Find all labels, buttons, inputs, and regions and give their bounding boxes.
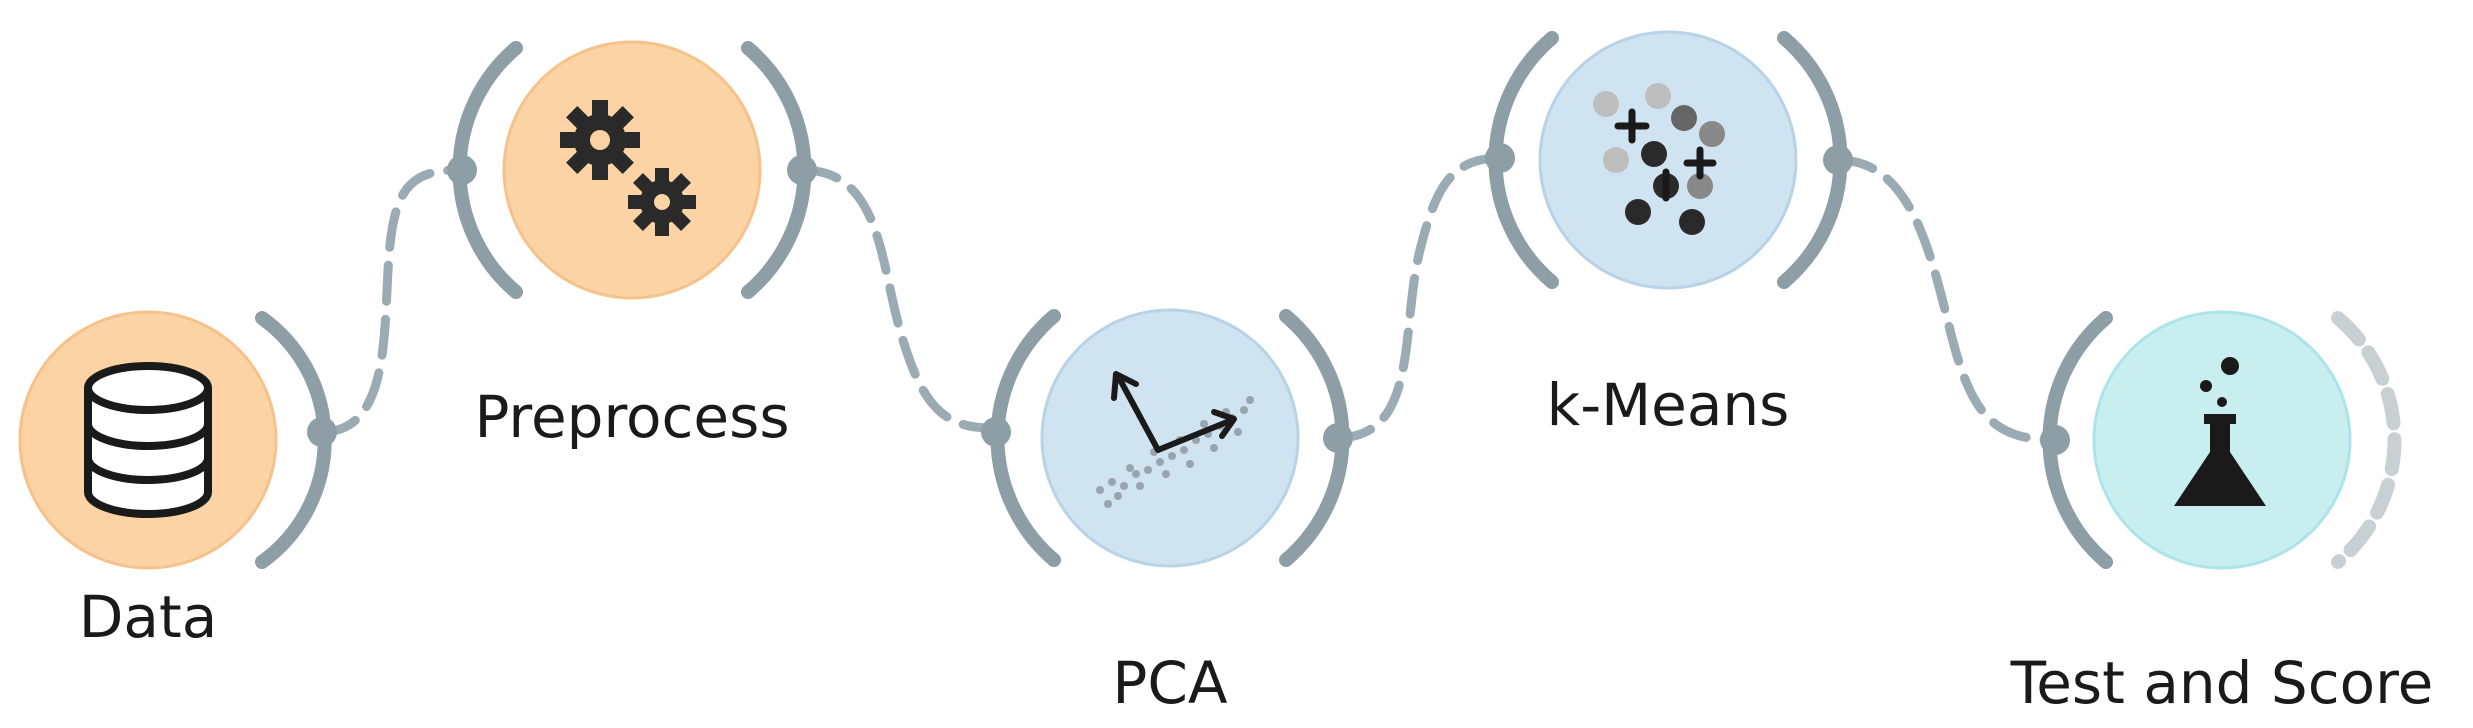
widget-data[interactable] [18, 310, 337, 570]
widget-pca-input-anchor[interactable] [981, 417, 1011, 447]
widget-label-data: Data [78, 583, 218, 651]
cluster-dots-icon [1593, 83, 1725, 235]
pca-projection-icon [1096, 371, 1254, 508]
widget-preprocess-output-anchor[interactable] [787, 155, 817, 185]
widget-preprocess-body[interactable] [504, 42, 760, 298]
link-data-preprocess[interactable] [317, 165, 467, 437]
widget-preprocess[interactable] [447, 40, 817, 300]
widget-label-preprocess: Preprocess [474, 383, 790, 451]
link-preprocess-pca[interactable] [797, 165, 995, 433]
widget-preprocess-input-anchor[interactable] [447, 155, 477, 185]
widget-kmeans[interactable] [1485, 30, 1853, 290]
widget-kmeans-output-anchor[interactable] [1823, 145, 1853, 175]
gears-icon [560, 100, 696, 236]
widget-pca-output-anchor[interactable] [1323, 423, 1353, 453]
widget-pca[interactable] [981, 308, 1353, 568]
widget-label-test-and-score: Test and Score [2010, 649, 2434, 717]
widget-test-and-score-input-anchor[interactable] [2040, 425, 2070, 455]
database-icon [84, 362, 212, 518]
widget-test-and-score[interactable] [2040, 310, 2402, 570]
link-pca-kmeans[interactable] [1331, 153, 1505, 443]
flask-icon [2174, 357, 2266, 506]
links [317, 153, 2060, 445]
widget-kmeans-input-anchor[interactable] [1485, 143, 1515, 173]
widget-test-and-score-output-arc[interactable] [2331, 311, 2402, 569]
link-kmeans-testscore[interactable] [1833, 155, 2060, 445]
widget-label-kmeans: k-Means [1546, 371, 1790, 439]
widget-data-output-anchor[interactable] [307, 417, 337, 447]
widget-label-pca: PCA [1112, 649, 1228, 717]
